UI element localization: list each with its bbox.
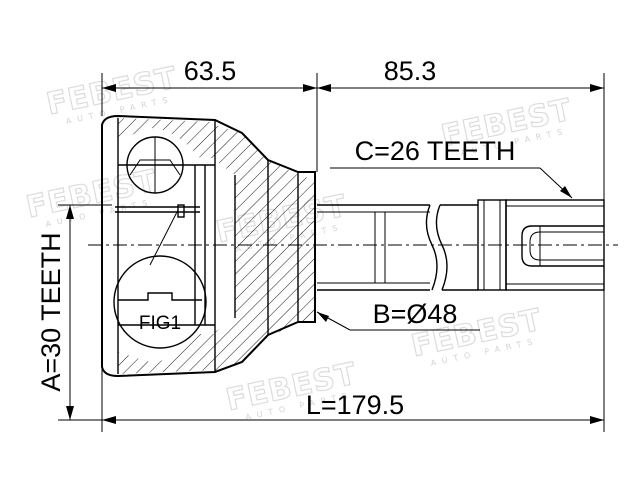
dimension-label-85-3: 85.3 (384, 56, 437, 86)
dimension-label-outer-diameter: B=Ø48 (373, 299, 458, 329)
dimension-shaft-width: 85.3 (317, 56, 604, 92)
dimension-label-63-5: 63.5 (184, 56, 237, 86)
dimension-label-spline-outer: A=30 TEETH (36, 232, 66, 391)
spline-end (477, 199, 605, 291)
dimension-total-length: L=179.5 (102, 390, 604, 424)
dimension-outer-diameter: B=Ø48 (316, 299, 480, 331)
dimension-spline-inner: C=26 TEETH (330, 136, 573, 199)
dimension-joint-width: 63.5 (102, 56, 317, 92)
drive-shaft (317, 204, 478, 291)
dimension-label-spline-inner: C=26 TEETH (355, 136, 516, 166)
dimension-spline-outer: A=30 TEETH (36, 205, 74, 420)
joint-housing (101, 114, 316, 378)
dimension-label-length: L=179.5 (306, 390, 404, 420)
figure-label: FIG1 (139, 313, 181, 334)
figure-callout: FIG1 (113, 209, 207, 349)
